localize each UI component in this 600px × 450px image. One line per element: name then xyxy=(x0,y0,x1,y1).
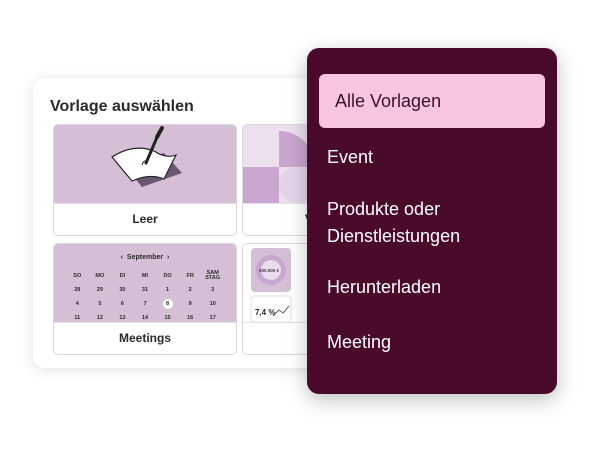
chevron-right-icon: › xyxy=(166,254,170,261)
pen-paper-icon xyxy=(111,126,182,187)
calendar-day: 29 xyxy=(96,287,103,293)
calendar-weekday: FR xyxy=(186,273,194,279)
calendar-weekday: MI xyxy=(141,273,149,279)
calendar-day: 17 xyxy=(209,315,216,321)
calendar-weekday: DO xyxy=(163,273,172,279)
calendar-weekday: SO xyxy=(73,273,82,279)
template-category-menu: Alle Vorlagen Event Produkte oder Dienst… xyxy=(307,48,557,394)
calendar-day: 12 xyxy=(96,315,103,321)
template-panel: Vorlage auswählen Leer V xyxy=(33,78,426,368)
menu-item-herunterladen[interactable]: Herunterladen xyxy=(327,277,442,297)
calendar-day: 11 xyxy=(74,315,81,321)
chevron-left-icon: ‹ xyxy=(120,254,124,261)
calendar-day: 31 xyxy=(141,287,149,293)
menu-item-event[interactable]: Event xyxy=(327,147,374,167)
calendar-weekday: MO xyxy=(95,273,105,279)
menu-item-produkte[interactable]: Produkte oder Dienstleistungen xyxy=(327,199,461,246)
card-label: Leer xyxy=(54,203,236,235)
calendar-day: 10 xyxy=(209,301,216,307)
calendar-day: 8 xyxy=(162,299,173,309)
calendar-day: 2 xyxy=(188,287,192,293)
calendar-weekday: DI xyxy=(119,273,126,279)
calendar-day: 1 xyxy=(166,287,170,293)
calendar-month: ‹ September › xyxy=(120,254,170,261)
menu-item-alle-vorlagen[interactable]: Alle Vorlagen xyxy=(319,74,545,128)
panel-title: Vorlage auswählen xyxy=(50,98,194,115)
calendar-weekday: SAM STAG xyxy=(205,270,221,281)
dashboard-amount: 500.000 € xyxy=(259,268,280,273)
calendar-day: 13 xyxy=(119,315,126,321)
template-card-leer[interactable]: Leer xyxy=(53,124,237,236)
calendar-day: 4 xyxy=(75,301,79,307)
calendar-day: 14 xyxy=(141,315,149,321)
menu-item-meeting[interactable]: Meeting xyxy=(327,332,392,352)
calendar-day: 9 xyxy=(188,301,192,307)
calendar-day: 5 xyxy=(98,301,102,307)
calendar-day: 3 xyxy=(211,287,215,293)
calendar-day: 30 xyxy=(119,287,126,293)
calendar-day: 16 xyxy=(187,315,194,321)
calendar-day: 7 xyxy=(143,301,147,307)
calendar-day: 15 xyxy=(164,315,171,321)
card-label: Meetings xyxy=(54,322,236,354)
calendar-day: 6 xyxy=(120,301,124,307)
calendar-day: 28 xyxy=(74,287,81,293)
blank-template-thumbnail xyxy=(54,125,236,204)
dashboard-percent: 7,4 % xyxy=(255,308,276,317)
